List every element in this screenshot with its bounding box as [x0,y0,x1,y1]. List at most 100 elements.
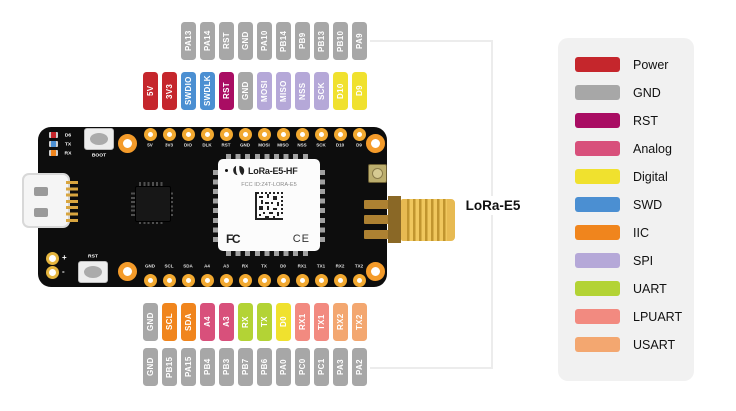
led-label-d6: D6 [64,132,72,138]
module-castellation [320,168,325,242]
pin-label-bottom_mcu-pb7: PB7 [237,348,253,386]
board-pin-bottom-rx2 [333,274,347,287]
pin-label-top_mcu-pb13: PB13 [313,22,329,60]
silkscreen-top-rst: RST [221,142,231,148]
pin-label-bottom_func-gnd: GND [142,303,158,341]
pin-label-top_mcu-pb14: PB14 [275,22,291,60]
legend-item-uart: UART [575,281,694,296]
pin-label-bottom_mcu-pb3: PB3 [218,348,234,386]
legend-item-iic: IIC [575,225,694,240]
silkscreen-top-sck: SCK [316,142,326,148]
reset-button [78,261,108,283]
pin-label-bottom_func-d0: D0 [275,303,291,341]
board-pin-top-dlk [200,128,214,141]
legend-swatch-rst [575,113,620,128]
pin-label-bottom_func-tx: TX [256,303,272,341]
pin-label-bottom_mcu-pa15: PA15 [180,348,196,386]
legend-label-usart: USART [633,337,676,352]
legend-swatch-iic [575,225,620,240]
led-rx [49,150,58,156]
pin-label-bottom_func-tx2: TX2 [351,303,367,341]
pin-label-top_func-swdio: SWDIO [180,72,196,110]
usb-slot [34,187,48,196]
seeed-logo-icon [233,165,245,176]
silkscreen-top-5v: 5V [147,142,153,148]
legend-label-digital: Digital [633,169,668,184]
led-tx [49,141,58,147]
board-pin-bottom-tx1 [314,274,328,287]
silkscreen-bottom-tx2: TX2 [354,263,364,269]
legend-label-rst: RST [633,113,658,128]
chip-pins [169,190,173,216]
pin-label-top_mcu-pb9: PB9 [294,22,310,60]
chip-pins [131,190,135,216]
reset-button-label: RST [88,253,98,259]
module-header: LoRa-E5-HF [225,165,298,176]
pin-label-top_func-sck: SCK [313,72,329,110]
module-castellation [213,168,218,242]
mounting-hole [366,262,385,281]
pin-label-top_func-nss: NSS [294,72,310,110]
bracket-line-top [370,40,493,42]
mounting-hole [366,134,385,153]
legend-swatch-analog [575,141,620,156]
pin-label-top_func-mosi: MOSI [256,72,272,110]
led-label-tx: TX [64,141,72,147]
board-pin-top-gnd [238,128,252,141]
pin-label-bottom_mcu-pb15: PB15 [161,348,177,386]
board-pin-bottom-scl [162,274,176,287]
legend-label-uart: UART [633,281,667,296]
pin-label-top_mcu-pa14: PA14 [199,22,215,60]
pin-label-top_func-5v: 5V [142,72,158,110]
silkscreen-bottom-a3: A3 [223,263,229,269]
legend-swatch-usart [575,337,620,352]
pin-label-top_func-d10: D10 [332,72,348,110]
led-d6 [49,132,58,138]
silkscreen-top-gnd: GND [240,142,250,148]
silkscreen-bottom-gnd: GND [145,263,155,269]
fcc-logo: FC [226,232,241,246]
reset-button-dome [84,266,102,278]
board-pin-bottom-a4 [200,274,214,287]
silkscreen-top-mosi: MOSI [258,142,270,148]
pin-label-top_mcu-pa9: PA9 [351,22,367,60]
silkscreen-top-d9: D9 [356,142,362,148]
ufl-ring [372,168,383,179]
boot-button [84,128,114,150]
pin-label-top_func-3v3: 3V3 [161,72,177,110]
legend-label-power: Power [633,57,669,72]
module-castellation [226,154,312,159]
silkscreen-bottom-tx: TX [261,263,267,269]
silkscreen-top-dlk: DLK [202,142,212,148]
pin-label-top_func-swdlk: SWDLK [199,72,215,110]
sma-connector-barrel [401,199,455,241]
ufl-antenna-connector [368,164,387,183]
legend-item-digital: Digital [575,169,694,184]
board-pin-top-5v [143,128,157,141]
legend-item-lpuart: LPUART [575,309,694,324]
pin-label-bottom_mcu-pc1: PC1 [313,348,329,386]
legend-label-spi: SPI [633,253,654,268]
pin-label-top_mcu-pa13: PA13 [180,22,196,60]
battery-pad-positive [46,252,59,265]
pin-label-bottom_func-rx2: RX2 [332,303,348,341]
pin-label-bottom_func-sda: SDA [180,303,196,341]
bracket-line-bottom [370,367,493,369]
pin-label-bottom_mcu-gnd: GND [142,348,158,386]
legend-swatch-lpuart [575,309,620,324]
legend-item-usart: USART [575,337,694,352]
board-pin-bottom-gnd [143,274,157,287]
silkscreen-top-dio: DIO [183,142,192,148]
boot-button-dome [90,133,108,145]
silkscreen-bottom-d0: D0 [280,263,286,269]
pin-label-top_mcu-rst: RST [218,22,234,60]
legend-label-analog: Analog [633,141,672,156]
sma-threads [407,199,447,241]
board-pin-bottom-rx1 [295,274,309,287]
board-pin-top-sck [314,128,328,141]
datamatrix-code [255,192,283,220]
board-pin-top-3v3 [162,128,176,141]
usb-c-connector [22,173,70,228]
